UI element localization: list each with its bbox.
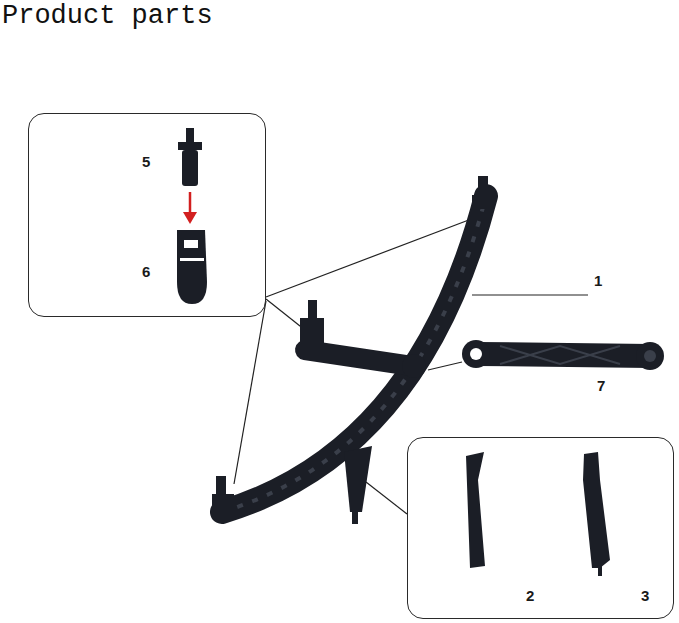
leg-part [466,452,485,568]
link-end [462,340,490,368]
leg-pin [352,510,358,524]
inset-box: 23 [407,437,674,619]
leg-part [583,452,610,568]
assembly-arrow-head [183,212,197,224]
callout-number: 2 [526,588,534,603]
top-post [478,176,488,198]
inset-box: 56 [28,113,266,317]
link-knob [644,350,656,362]
curved-arm [222,196,486,512]
link-bar [478,342,650,368]
link-end [636,342,664,370]
pin-part [182,150,198,186]
link-hole [470,348,482,360]
pin-part [178,142,202,150]
cross-arm [305,350,412,366]
callout-number: 5 [142,154,150,169]
page-title: Product parts [2,2,213,32]
callout-number: 1 [594,273,602,288]
link-ribs [500,346,620,364]
cap-slot [184,240,198,248]
leg-pin [598,566,602,576]
bottom-post-base [212,494,234,516]
cap-slot [180,258,204,261]
arm-detail [222,196,486,512]
assembly-arrow [189,192,192,214]
cross-post-base [300,318,324,344]
pin-part [186,128,194,142]
callout-number: 6 [142,264,150,279]
top-post-base [472,195,494,209]
callout-number: 3 [641,588,649,603]
callout-number: 7 [597,378,605,393]
cap-part [177,230,207,304]
leg [344,446,372,512]
pivot [402,354,426,378]
